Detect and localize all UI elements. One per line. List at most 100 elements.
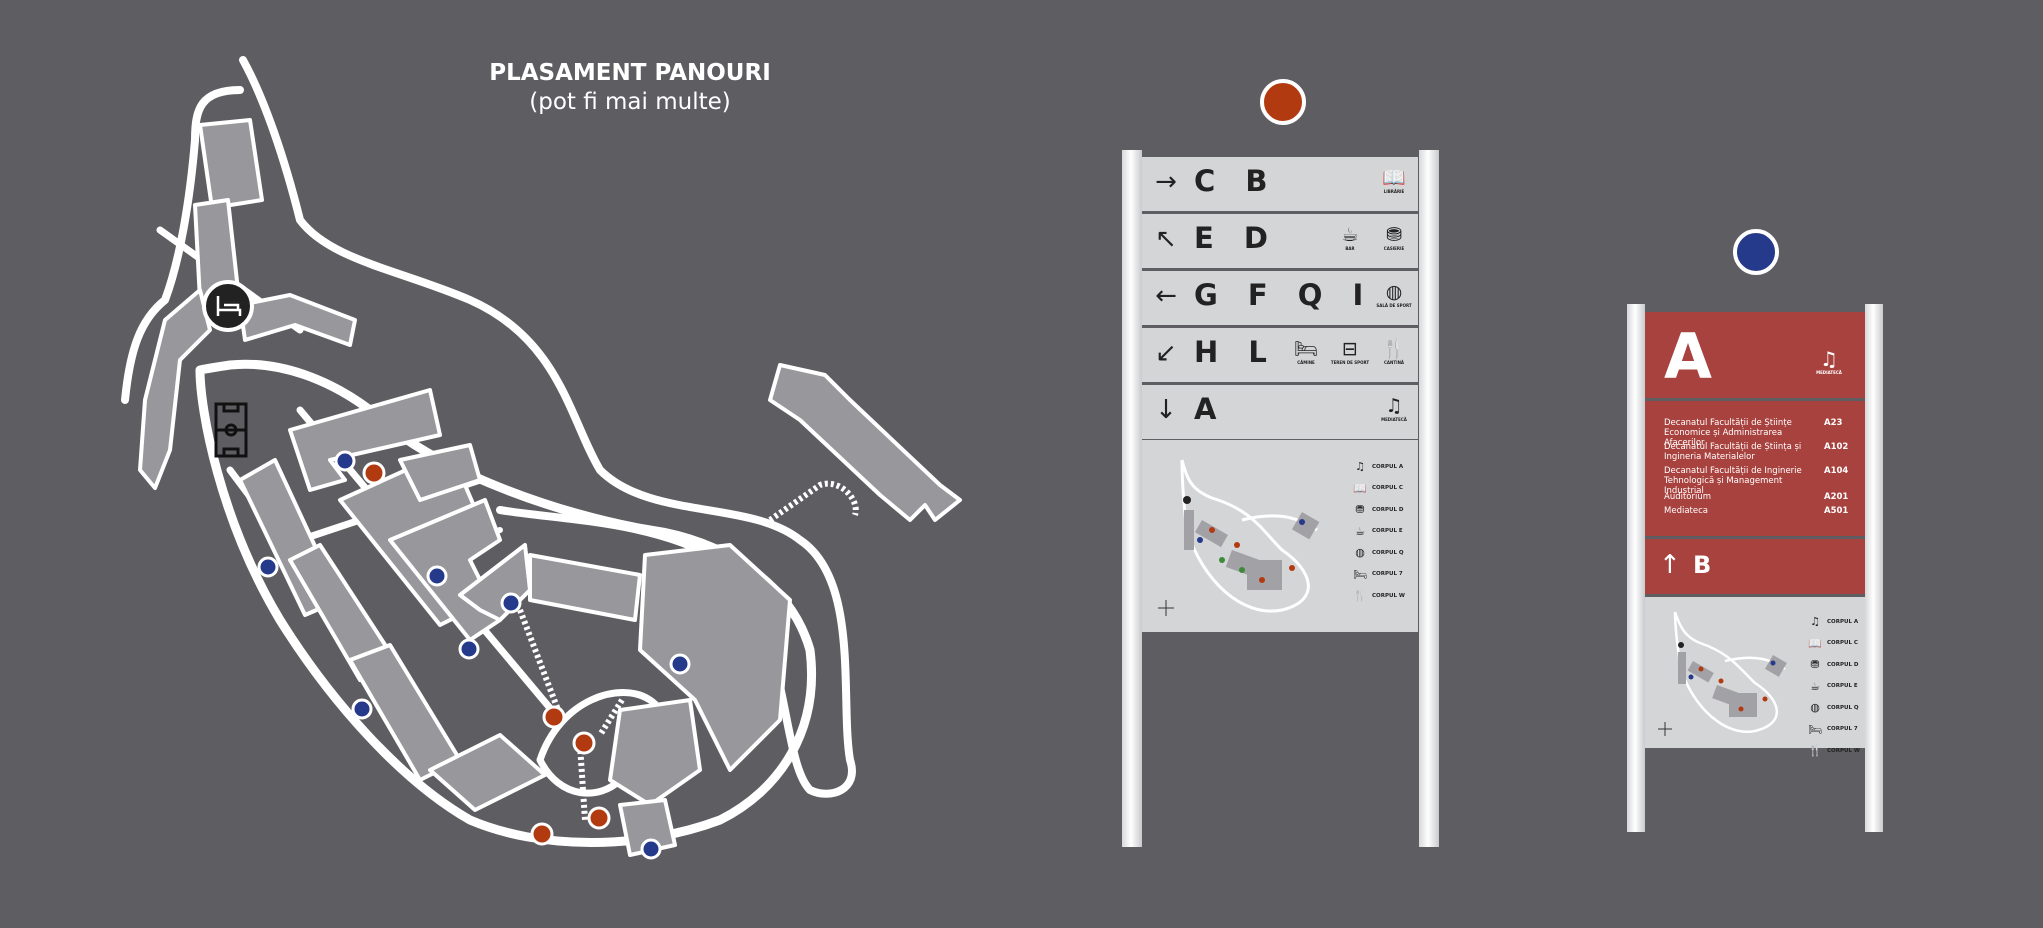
orange-marker <box>572 731 596 755</box>
arrow-up-icon: ↑ <box>1659 550 1681 580</box>
room-number: A501 <box>1824 506 1849 516</box>
directional-sign: →C B📖LIBRĂRIE↖E D☕BAR⛃CASIERIE←G F Q I◍S… <box>1142 157 1418 632</box>
coins-icon: ⛃ <box>1810 658 1820 672</box>
legend-label: CORPUL A <box>1827 618 1859 625</box>
building-hotel-wing <box>238 293 357 347</box>
compass-icon <box>1158 600 1174 616</box>
department-name: Decanatul Facultății de Știința și Ingin… <box>1664 442 1802 462</box>
coffee-cup-icon: ☕ <box>1355 524 1365 538</box>
book-icon: 📖 <box>1808 636 1822 650</box>
legend-label: CORPUL Q <box>1827 704 1859 711</box>
blue-marker <box>500 592 522 614</box>
service-label: CĂMINE <box>1297 360 1315 365</box>
compass-icon <box>1658 722 1672 736</box>
orange-markers <box>362 461 611 846</box>
directional-legend: ♫ CORPUL A 📖CORPUL C ⛃ CORPUL D ☕ CORPUL E ◍COR… <box>1352 456 1405 607</box>
blue-marker <box>334 450 356 472</box>
legend-label: CORPUL C <box>1372 485 1403 492</box>
placement-heading: PLASAMENT PANOURI (pot fi mai multe) <box>440 58 820 116</box>
department-name: Decanatul Facultății de Științe Economic… <box>1664 418 1792 448</box>
next-building-letter: B <box>1693 551 1712 579</box>
bed-icon: 🛏 <box>1293 338 1319 360</box>
room-number: A23 <box>1824 418 1843 428</box>
heading-title: PLASAMENT PANOURI <box>489 60 771 86</box>
sign-post-left <box>1627 304 1645 832</box>
legend-label: CORPUL C <box>1827 640 1858 647</box>
music-note-icon: ♫ <box>1820 347 1838 371</box>
sign-post-left <box>1122 150 1142 847</box>
direction-row: ↖E D☕BAR⛃CASIERIE <box>1142 214 1418 268</box>
legend-label: CORPUL D <box>1372 506 1404 513</box>
service-item: 🍴CANTINĂ <box>1374 338 1414 366</box>
cutlery-icon: 🍴 <box>1353 589 1367 603</box>
arrow-up-left-icon: ↖ <box>1155 224 1177 254</box>
coffee-cup-icon: ☕ <box>1810 679 1820 693</box>
music-note-icon: ♫ <box>1810 615 1820 629</box>
orange-marker <box>362 461 386 485</box>
department-list <box>1645 401 1865 536</box>
bed-icon: 🛏 <box>1808 722 1822 736</box>
legend-item: 🛏 CORPUL 7 <box>1807 719 1860 741</box>
legend-item: ♫ CORPUL A <box>1352 456 1405 478</box>
cutlery-icon: 🍴 <box>1808 744 1822 758</box>
book-icon: 📖 <box>1382 167 1406 189</box>
building-minimap: ♫ CORPUL A 📖 CORPUL C ⛃ CORPUL D ☕CORPUL E ◍ COR… <box>1645 597 1865 757</box>
legend-item: 🛏 CORPUL 7 <box>1352 564 1405 586</box>
service-label: TEREN DE SPORT <box>1330 360 1370 365</box>
service-item: ♫MEDIATECĂ <box>1374 395 1414 423</box>
legend-label: CORPUL E <box>1372 528 1403 535</box>
direction-row: →C B📖LIBRĂRIE <box>1142 157 1418 211</box>
sign-post-right <box>1865 304 1883 832</box>
service-label: BAR <box>1345 246 1355 251</box>
heading-subtitle: (pot fi mai multe) <box>529 89 731 115</box>
legend-item: ☕CORPUL E <box>1807 676 1860 698</box>
legend-label: CORPUL 7 <box>1372 571 1403 578</box>
left-road <box>121 86 244 404</box>
bed-icon: 🛏 <box>1353 567 1367 581</box>
footpath-2 <box>577 744 588 821</box>
building-5 <box>288 388 442 492</box>
ball-icon: ◍ <box>1810 701 1820 715</box>
legend-label: CORPUL 7 <box>1827 726 1858 733</box>
legend-label: CORPUL A <box>1372 463 1404 470</box>
department-name: Mediateca <box>1664 506 1708 516</box>
blue-marker <box>669 653 691 675</box>
inner-loop-road <box>195 359 816 847</box>
legend-item: ◍CORPUL Q <box>1352 542 1405 564</box>
legend-label: CORPUL W <box>1827 747 1860 754</box>
legend-item: ♫ CORPUL A <box>1807 611 1860 633</box>
service-label: CANTINĂ <box>1383 360 1405 365</box>
coffee-cup-icon: ☕ <box>1341 224 1359 246</box>
building-service: ♫ MEDIATECĂ <box>1812 348 1846 375</box>
service-label: CASIERIE <box>1383 246 1405 251</box>
building-letters: H L <box>1194 335 1277 369</box>
service-item: ☕BAR <box>1330 224 1370 252</box>
coins-icon: ⛃ <box>1355 503 1365 517</box>
orange-marker <box>542 705 566 729</box>
legend-item: ☕ CORPUL E <box>1352 521 1405 543</box>
service-item: ⛃CASIERIE <box>1374 224 1414 252</box>
legend-label: CORPUL D <box>1827 661 1859 668</box>
ball-icon: ◍ <box>1385 281 1403 303</box>
bed-icon <box>202 280 254 332</box>
blue-marker <box>351 698 373 720</box>
building-letters: G F Q I <box>1194 278 1374 312</box>
building-8 <box>398 443 482 502</box>
footpath-4 <box>768 480 859 523</box>
music-note-icon: ♫ <box>1355 460 1365 474</box>
building-service-label: MEDIATECĂ <box>1816 370 1842 375</box>
department-name: Decanatul Facultății de Inginerie Tehnol… <box>1664 466 1802 496</box>
arrow-down-icon: ↓ <box>1155 395 1177 425</box>
blue-marker <box>1733 229 1779 275</box>
minimap-drawing <box>1158 459 1320 616</box>
direction-row: ↓A♫MEDIATECĂ <box>1142 385 1418 439</box>
building-12 <box>608 698 702 807</box>
legend-label: CORPUL Q <box>1372 549 1404 556</box>
legend-item: ⛃ CORPUL D <box>1352 499 1405 521</box>
campus-map <box>121 56 962 860</box>
room-number: A201 <box>1824 492 1849 502</box>
building-14 <box>768 363 962 522</box>
cutlery-icon: 🍴 <box>1382 338 1406 360</box>
direction-row: ←G F Q I◍SALĂ DE SPORT <box>1142 271 1418 325</box>
legend-item: 📖CORPUL C <box>1352 478 1405 500</box>
